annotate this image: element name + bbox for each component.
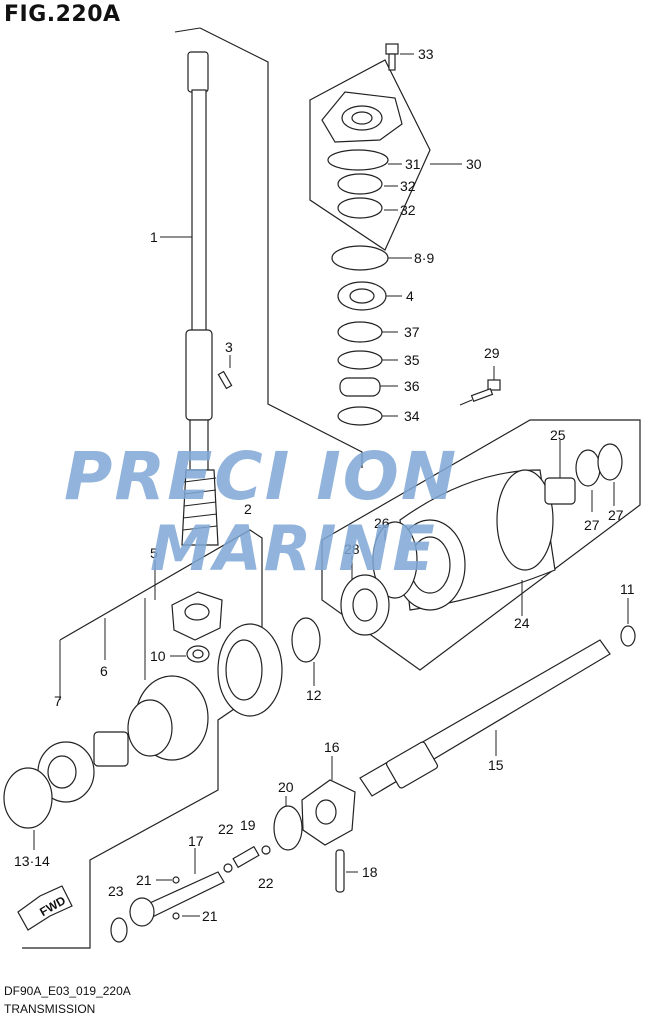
callout-7: 7	[54, 693, 62, 709]
callout-10: 10	[150, 648, 166, 664]
callout-16: 16	[324, 739, 340, 755]
ring-12[interactable]	[291, 617, 321, 663]
bolt-29[interactable]	[470, 379, 501, 403]
callout-19: 19	[240, 817, 256, 833]
callout-25: 25	[550, 427, 566, 443]
shim-37[interactable]	[337, 321, 383, 343]
footer-code: DF90A_E03_019_220A	[4, 984, 131, 998]
callout-1: 1	[150, 229, 158, 245]
seal-27a[interactable]	[575, 449, 601, 487]
callout-15: 15	[488, 757, 504, 773]
callout-2: 2	[244, 501, 252, 517]
callout-22b: 22	[258, 875, 274, 891]
callout-32b: 32	[400, 202, 416, 218]
bearing-32a[interactable]	[337, 173, 383, 195]
callout-4: 4	[406, 288, 414, 304]
callout-31: 31	[405, 156, 421, 172]
reverse-gear[interactable]	[127, 675, 209, 761]
needle-bearing-6[interactable]	[93, 731, 129, 767]
callout-12: 12	[306, 687, 322, 703]
callout-35: 35	[404, 352, 420, 368]
callout-11: 11	[620, 581, 635, 597]
pin-21b[interactable]	[172, 912, 180, 920]
spring-19[interactable]	[232, 845, 260, 869]
callout-30: 30	[466, 156, 482, 172]
callout-20: 20	[278, 779, 294, 795]
bearing-32b[interactable]	[337, 197, 383, 219]
callout-27a: 27	[584, 517, 600, 533]
callout-28: 28	[344, 541, 360, 557]
pin-21a[interactable]	[172, 876, 180, 884]
shim-35[interactable]	[337, 350, 383, 370]
ball-22a[interactable]	[223, 863, 233, 873]
fwd-arrow-icon: FWD	[17, 885, 73, 931]
drive-shaft-frame	[199, 27, 363, 468]
bearing-7[interactable]	[37, 741, 95, 803]
callout-3: 3	[225, 339, 233, 355]
callout-22a: 22	[218, 821, 234, 837]
pin[interactable]	[217, 370, 233, 390]
callout-26: 26	[374, 515, 390, 531]
callout-18: 18	[362, 864, 378, 880]
callout-36: 36	[404, 378, 420, 394]
prop-housing-frame	[321, 419, 641, 671]
nut-10[interactable]	[186, 645, 210, 663]
bearing-case[interactable]	[321, 91, 403, 143]
washer-23[interactable]	[110, 917, 128, 943]
callout-13-14: 13·14	[14, 853, 50, 869]
shim-13-14[interactable]	[3, 767, 53, 829]
pin-18[interactable]	[335, 849, 345, 893]
callout-29: 29	[484, 345, 500, 361]
o-ring-31[interactable]	[327, 149, 389, 171]
propeller-shaft-housing[interactable]	[394, 469, 556, 611]
bearing-case-frame	[309, 59, 431, 251]
figure-title: FIG.220A	[4, 2, 121, 27]
callout-8-9: 8·9	[414, 250, 434, 266]
ring-11[interactable]	[620, 625, 636, 647]
callout-37: 37	[404, 324, 420, 340]
o-ring-8-9[interactable]	[331, 245, 389, 271]
watermark-line-2: MARINE	[150, 512, 437, 585]
callout-24: 24	[514, 615, 530, 631]
callout-17: 17	[188, 833, 204, 849]
seal-27b[interactable]	[597, 443, 623, 481]
shim-36[interactable]	[339, 377, 381, 397]
drive-shaft[interactable]	[181, 51, 219, 546]
callout-23: 23	[108, 883, 124, 899]
callout-21a: 21	[136, 872, 152, 888]
callout-21b: 21	[202, 908, 218, 924]
callout-32a: 32	[400, 178, 416, 194]
ball-22b[interactable]	[261, 845, 271, 855]
gear-group-frame	[22, 529, 263, 949]
bolt-33[interactable]	[385, 43, 399, 71]
o-ring-26[interactable]	[372, 521, 418, 599]
callout-33: 33	[418, 46, 434, 62]
shim-34[interactable]	[337, 406, 383, 426]
bearing-28[interactable]	[340, 574, 390, 636]
callout-27b: 27	[608, 507, 624, 523]
shift-rod[interactable]	[129, 871, 225, 927]
callout-5: 5	[150, 545, 158, 561]
pinion-gear[interactable]	[171, 591, 223, 641]
propeller-shaft[interactable]	[359, 639, 611, 797]
watermark-line-1: PRECI ION	[64, 438, 459, 515]
footer-name: TRANSMISSION	[4, 1002, 96, 1016]
forward-gear[interactable]	[217, 623, 283, 717]
clutch-dog[interactable]	[301, 779, 356, 846]
callout-6: 6	[100, 663, 108, 679]
spring-ring-20[interactable]	[273, 805, 303, 851]
callout-34: 34	[404, 408, 420, 424]
needle-bearing-25[interactable]	[544, 477, 576, 505]
